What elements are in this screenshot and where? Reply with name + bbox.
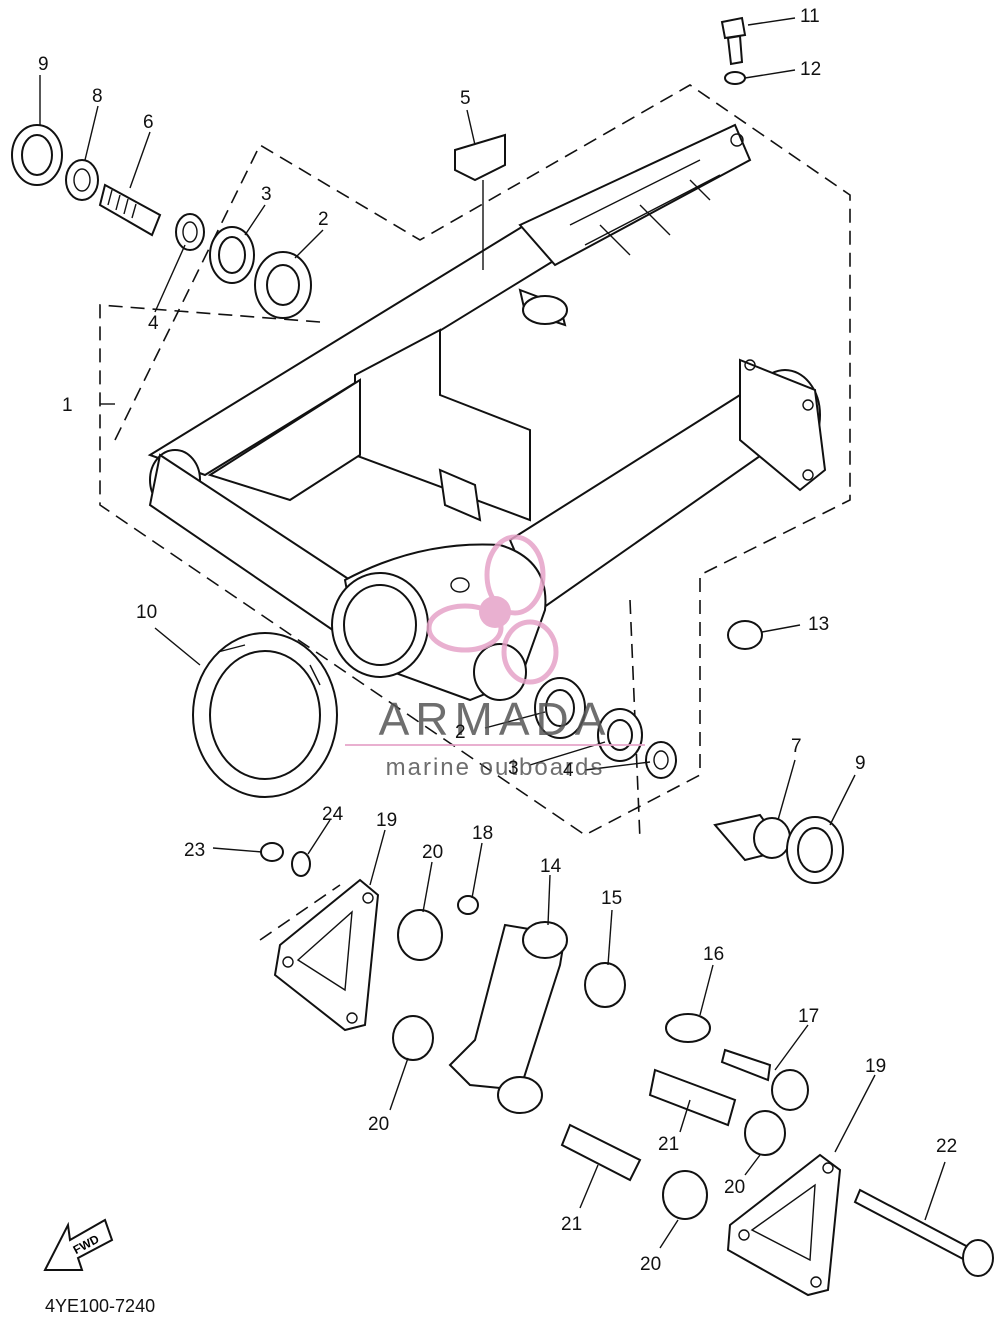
left-bearing-stack xyxy=(11,124,312,319)
fwd-arrow: FWD xyxy=(43,1218,114,1271)
callout-11: 11 xyxy=(800,6,820,27)
diagram-code: 4YE100-7240 xyxy=(45,1296,155,1316)
callout-4-left: 4 xyxy=(148,313,159,334)
callout-14: 14 xyxy=(540,856,562,877)
callout-3-left: 3 xyxy=(261,184,272,205)
pad-5 xyxy=(454,133,506,182)
collar-15 xyxy=(584,962,626,1008)
dust-cover-10 xyxy=(192,632,338,798)
sleeve-21b xyxy=(560,1123,642,1182)
oil-seal-9 xyxy=(11,124,63,186)
callout-19-right: 19 xyxy=(865,1056,886,1077)
sleeve-21a xyxy=(648,1068,737,1127)
nut-23 xyxy=(260,842,284,862)
cap-9-right xyxy=(786,816,844,884)
swingarm xyxy=(147,223,827,702)
callout-9-right: 9 xyxy=(855,753,866,774)
nut-8 xyxy=(65,159,99,201)
callout-21-b: 21 xyxy=(561,1214,582,1235)
callout-7: 7 xyxy=(791,736,802,757)
callout-23: 23 xyxy=(184,840,205,861)
misc-parts xyxy=(192,16,763,798)
pivot-shaft-6 xyxy=(98,183,162,237)
propeller-logo xyxy=(426,534,559,685)
collar-20a xyxy=(397,909,443,961)
callout-13: 13 xyxy=(808,614,829,635)
collar-4-right xyxy=(645,741,677,779)
callout-3-right: 3 xyxy=(508,758,519,779)
collar-16 xyxy=(665,1013,711,1043)
callout-17: 17 xyxy=(798,1006,819,1027)
callout-4-right: 4 xyxy=(563,760,574,781)
bearing-2-right xyxy=(534,677,586,739)
callout-9-left: 9 xyxy=(38,54,49,75)
upper-strut xyxy=(518,123,752,327)
callout-21-a: 21 xyxy=(658,1134,679,1155)
collar-4 xyxy=(175,213,205,251)
callout-22: 22 xyxy=(936,1136,957,1157)
callout-2-right: 2 xyxy=(455,722,466,743)
callout-16: 16 xyxy=(703,944,724,965)
watermark-brand: ARMADA xyxy=(379,693,612,745)
callout-19-left: 19 xyxy=(376,810,397,831)
callout-labels: 9 8 6 3 2 4 5 1 11 12 13 10 2 3 4 7 9 23… xyxy=(38,6,957,1275)
callout-20-a: 20 xyxy=(422,842,443,863)
seal-3 xyxy=(209,226,255,284)
callout-18: 18 xyxy=(472,823,493,844)
collar-20b xyxy=(392,1015,434,1061)
collar-20d xyxy=(662,1170,708,1220)
bolt-11 xyxy=(720,16,747,40)
callout-20-b: 20 xyxy=(368,1114,389,1135)
callout-24: 24 xyxy=(322,804,344,825)
washer-12 xyxy=(724,71,746,85)
callout-10: 10 xyxy=(136,602,157,623)
bearing-2 xyxy=(254,251,312,319)
right-bearing-stack xyxy=(534,677,844,884)
relay-plate-19b xyxy=(726,1153,842,1297)
watermark: ARMADA marine outboards xyxy=(345,534,645,781)
bolt-22 xyxy=(853,1188,972,1262)
callout-6: 6 xyxy=(143,112,154,133)
nut-18 xyxy=(457,895,479,915)
callout-20-c: 20 xyxy=(724,1177,745,1198)
relay-plate-19 xyxy=(273,878,380,1032)
callout-12: 12 xyxy=(800,59,821,80)
bolt-17 xyxy=(720,1048,772,1082)
leader-lines xyxy=(39,17,946,1249)
callout-8: 8 xyxy=(92,86,103,107)
seal-3-right xyxy=(597,708,643,762)
callout-15: 15 xyxy=(601,888,622,909)
callout-1: 1 xyxy=(62,395,73,416)
relay-arm-group xyxy=(260,842,994,1297)
watermark-tagline: marine outboards xyxy=(386,754,605,781)
callout-2-left: 2 xyxy=(318,209,329,230)
collar-20c xyxy=(744,1110,786,1156)
washer-24 xyxy=(291,851,311,877)
callout-5: 5 xyxy=(460,88,471,109)
callout-20-d: 20 xyxy=(640,1254,661,1275)
cap-13 xyxy=(727,620,763,650)
